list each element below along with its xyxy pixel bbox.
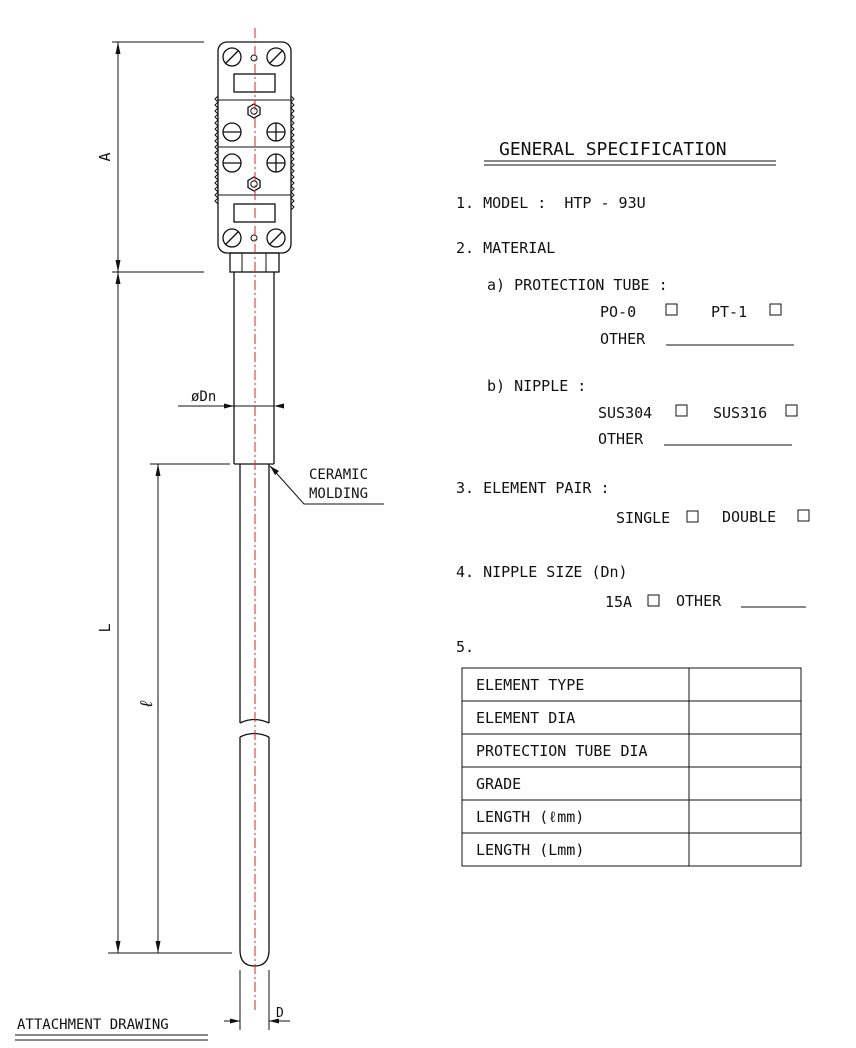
table-row-label: LENGTH (Lmm) [476,841,584,859]
callout-ceramic-line2: MOLDING [309,486,368,502]
dim-label-a: A [96,152,114,161]
spec-nipple: b) NIPPLE : [487,377,586,395]
spec-item5: 5. [456,638,474,656]
pt-pt1-checkbox[interactable] [769,303,782,316]
spec-nipple-size: 4. NIPPLE SIZE (Dn) [456,563,628,581]
dim-label-l: L [96,623,114,632]
nipple-tube [233,272,275,465]
table-row-label: ELEMENT TYPE [476,676,584,694]
terminal-screw-icon [222,47,286,248]
spec-protection-tube: a) PROTECTION TUBE : [487,276,668,294]
pt-other-label: OTHER [600,330,646,348]
ep-double-checkbox[interactable] [797,509,810,522]
spec-table: ELEMENT TYPE ELEMENT DIA PROTECTION TUBE… [461,667,802,867]
table-row-label: LENGTH (ℓmm) [476,808,584,826]
ep-option-single: SINGLE [616,509,670,527]
footer-title: ATTACHMENT DRAWING [17,1017,169,1033]
callout-ceramic-line1: CERAMIC [309,467,368,483]
nipple-option-sus316: SUS316 [713,404,767,422]
dim-label-d: D [276,1006,284,1021]
dim-label-dn: øDn [191,389,216,405]
spec-title: GENERAL SPECIFICATION [499,139,727,160]
spec-material: 2. MATERIAL [456,239,555,257]
dimension-lines [108,41,384,1030]
pt-po0-checkbox[interactable] [665,303,678,316]
nipple-sus316-checkbox[interactable] [785,404,798,417]
ns-15a-checkbox[interactable] [647,594,660,607]
nipple-other-label: OTHER [598,430,644,448]
protection-tube [239,464,270,967]
ep-single-checkbox[interactable] [686,510,699,523]
nipple-sus304-checkbox[interactable] [675,404,688,417]
dim-label-small-l: ℓ [137,699,157,709]
table-row-label: ELEMENT DIA [476,709,575,727]
table-row-label: PROTECTION TUBE DIA [476,742,648,760]
nipple-option-sus304: SUS304 [598,404,652,422]
ns-option-15a: 15A [605,593,632,611]
table-row-label: GRADE [476,775,521,793]
ns-other-label: OTHER [676,592,722,610]
pt-option-pt1: PT-1 [711,303,747,321]
ep-option-double: DOUBLE [722,508,776,526]
spec-element-pair: 3. ELEMENT PAIR : [456,479,610,497]
pt-option-po0: PO-0 [600,303,636,321]
spec-model: 1. MODEL : HTP - 93U [456,194,646,212]
general-specification: GENERAL SPECIFICATION 1. MODEL : HTP - 9… [456,139,810,867]
